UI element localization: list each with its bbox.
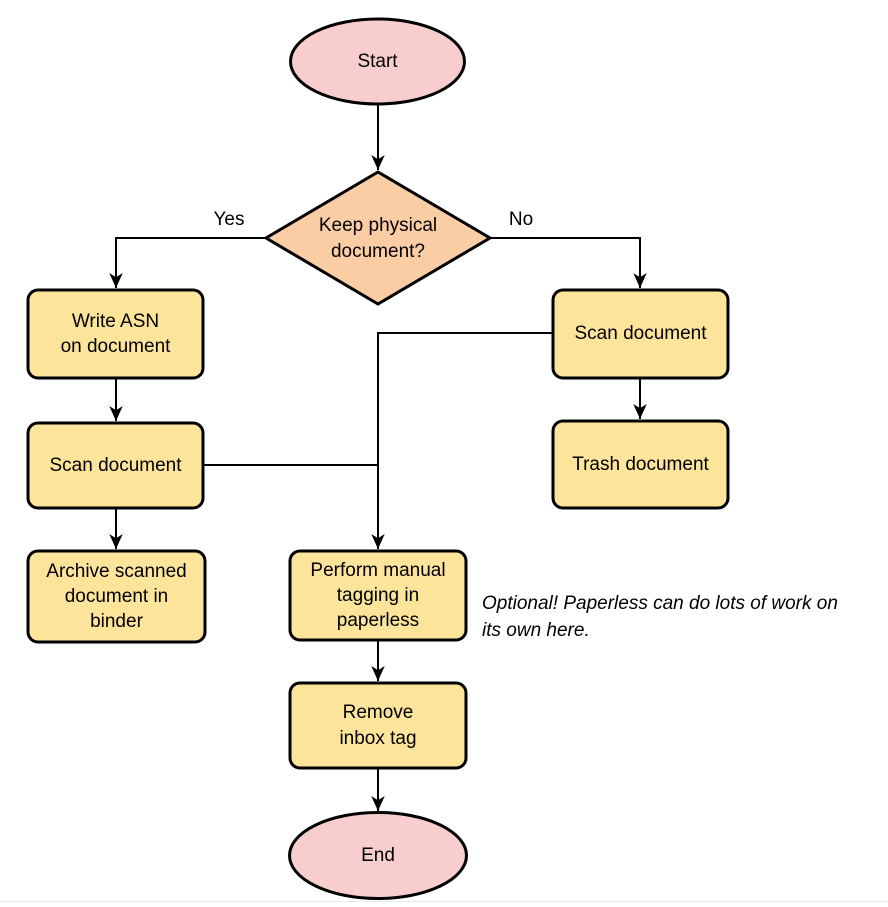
node-shapes	[26, 17, 730, 900]
scan-right-node-shape	[551, 288, 730, 380]
remove-inbox-node-shape	[288, 681, 468, 770]
write-asn-node-shape	[26, 288, 205, 380]
edges	[109, 105, 647, 811]
edge-scan-right-to-tagging	[371, 332, 553, 549]
start-node-shape	[289, 17, 466, 106]
bottom-hairline	[0, 901, 888, 902]
edge-decision-no-to-scan-right	[490, 237, 647, 288]
edge-label-yes: Yes	[213, 209, 245, 230]
edge-decision-yes-to-write-asn	[109, 237, 266, 288]
edge-label-no: No	[508, 209, 534, 230]
decision-node-shape	[263, 170, 493, 306]
archive-node-shape	[26, 549, 207, 644]
scan-left-node-shape	[26, 421, 205, 510]
trash-node-shape	[551, 419, 730, 510]
optional-note: Optional! Paperless can do lots of work …	[482, 593, 838, 641]
tagging-node-shape	[288, 549, 468, 642]
end-node-shape	[288, 811, 468, 900]
